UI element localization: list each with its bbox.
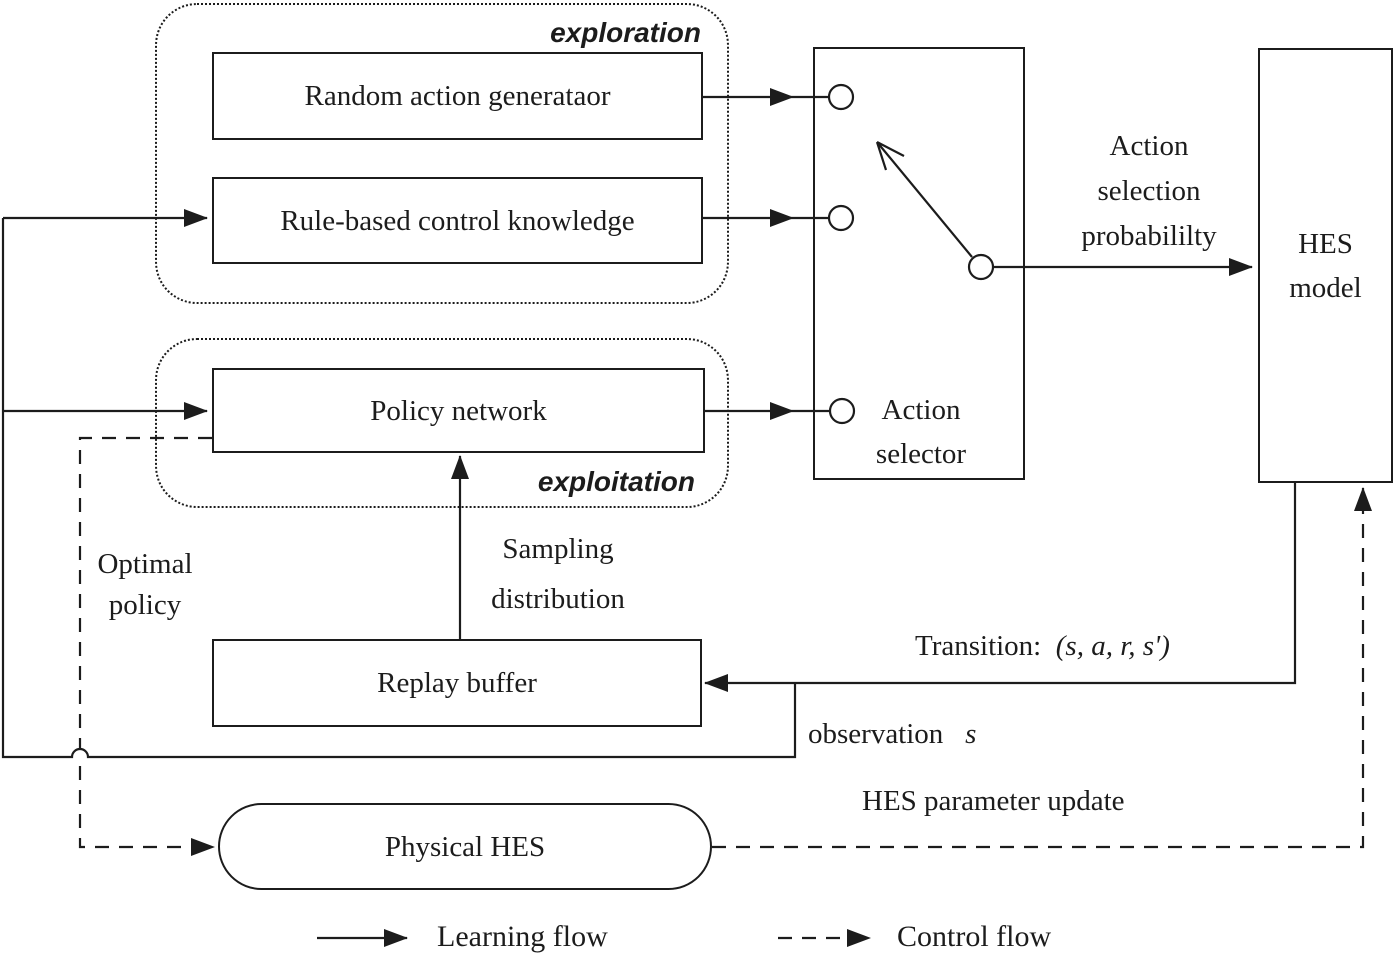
observation-label: observation s [808, 715, 976, 753]
action-selector-label-line2: selector [875, 438, 967, 470]
hes-model-label-line1: HES [1298, 227, 1353, 260]
hes-model-box: HES model [1258, 48, 1393, 483]
action-selection-probability-label: Action selection probabililty [1081, 130, 1217, 252]
hes-parameter-update-label: HES parameter update [862, 785, 1125, 817]
exploitation-group-label: exploitation [537, 466, 695, 497]
transition-label-math: (s, a, r, s') [1055, 630, 1170, 662]
action-selector-label: Action selector [846, 388, 996, 476]
legend-learning-flow-label: Learning flow [437, 920, 608, 953]
optimal-policy-label: Optimal policy [97, 548, 193, 621]
hes-model-label-line2: model [1289, 271, 1362, 304]
policy-network-box: Policy network [212, 368, 705, 453]
exploration-group-label: exploration [550, 17, 701, 48]
physical-hes-box: Physical HES [218, 803, 712, 890]
rule-based-control-box: Rule-based control knowledge [212, 177, 703, 264]
replay-buffer-box: Replay buffer [212, 639, 702, 727]
observation-label-math: s [965, 718, 977, 750]
sampling-distribution-label: Sampling distribution [491, 533, 625, 615]
action-selector-label-line1: Action [881, 394, 961, 426]
transition-label-text: Transition: [915, 630, 1042, 662]
observation-label-text: observation [808, 718, 944, 750]
random-action-generator-box: Random action generataor [212, 52, 703, 140]
legend-control-flow-label: Control flow [897, 920, 1052, 953]
transition-label: Transition: (s, a, r, s') [915, 627, 1170, 665]
